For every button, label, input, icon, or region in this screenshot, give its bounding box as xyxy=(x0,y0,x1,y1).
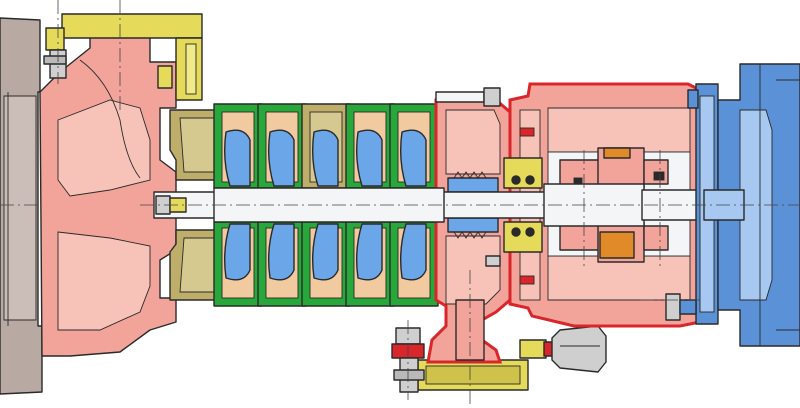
flange-bolt-top-left xyxy=(43,27,67,79)
suction-casing xyxy=(39,27,177,357)
impeller-5-upper xyxy=(399,129,427,187)
impeller-4-lower xyxy=(355,223,383,281)
impeller-3-upper xyxy=(311,129,339,187)
mechanical-seal xyxy=(447,171,499,239)
impeller-1-upper xyxy=(223,129,251,187)
drain-plug xyxy=(551,325,607,373)
impeller-5-lower xyxy=(399,223,427,281)
motor-bolt-lower xyxy=(665,293,697,321)
vent-screw xyxy=(485,255,501,267)
discharge-bolt-right xyxy=(519,339,555,359)
casing-bolt xyxy=(157,65,173,89)
top-stud xyxy=(435,87,501,107)
stage-1 xyxy=(213,103,263,307)
motor-bolt-upper xyxy=(687,89,699,109)
discharge-foot xyxy=(417,359,529,391)
bearing-ball-upper xyxy=(511,175,521,185)
bearing-ball-lower xyxy=(511,227,521,237)
bearing xyxy=(503,157,543,253)
stage-3 xyxy=(301,103,351,307)
impeller-4-upper xyxy=(355,129,383,187)
stage-2 xyxy=(257,103,307,307)
stage-4 xyxy=(345,103,395,307)
discharge-bolt-left xyxy=(391,327,425,393)
impeller-2-lower xyxy=(267,223,295,281)
top-flange xyxy=(61,13,203,101)
stage-5 xyxy=(389,103,439,307)
impeller-2-upper xyxy=(267,129,295,187)
impeller-3-lower xyxy=(311,223,339,281)
impeller-1-lower xyxy=(223,223,251,281)
suction-flange xyxy=(0,17,43,395)
